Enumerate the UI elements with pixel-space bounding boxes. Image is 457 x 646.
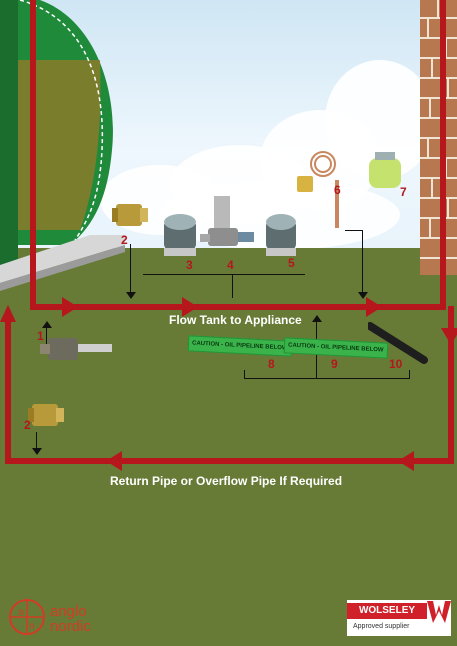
flow-arrow-3 (366, 297, 382, 317)
pointer-1-stem (46, 326, 47, 348)
return-arrow-up (0, 305, 16, 322)
bracket-8-10-left (244, 370, 245, 378)
label-number-2-top: 2 (121, 233, 128, 247)
valve-2-bottom-illustration (28, 404, 64, 426)
pointer-2b-stem (36, 432, 37, 450)
pointer-8-10-arrowhead (312, 315, 322, 322)
svg-text:n: n (29, 621, 35, 632)
wolseley-w-icon (427, 601, 451, 623)
filter-3-illustration (164, 214, 196, 256)
label-number-7: 7 (400, 185, 407, 199)
bracket-8-10-right (409, 370, 410, 378)
flow-pipe-vertical-left (30, 0, 36, 310)
oil-tank (0, 0, 113, 270)
pipe-10-illustration (368, 322, 428, 364)
wolseley-logo: WOLSELEY Approved supplier (347, 600, 451, 636)
bracket-3-5-stem (232, 274, 233, 298)
filter-5-illustration (266, 214, 296, 256)
wolseley-name: WOLSELEY (347, 603, 427, 619)
wolseley-sub: Approved supplier (353, 623, 410, 630)
filter-7-illustration (369, 152, 401, 188)
nordic-text: nordic (50, 618, 91, 635)
return-arrow-down (441, 328, 457, 345)
flow-label: Flow Tank to Appliance (169, 313, 302, 327)
return-pipe-vertical-left (5, 310, 11, 464)
pointer-2-top (130, 244, 131, 296)
return-arrow-2 (106, 451, 122, 471)
anglo-nordic-logo-icon: a n (9, 599, 45, 635)
pointer-6-7-stem (362, 230, 363, 296)
label-number-1: 1 (37, 329, 44, 343)
bracket-3-5-horizontal (143, 274, 305, 275)
label-number-6: 6 (334, 183, 341, 197)
pointer-6-7-arrowhead (358, 292, 368, 299)
bracket-8-10-horizontal (244, 378, 410, 379)
grass-ground (0, 248, 457, 646)
flow-pipe-top (30, 304, 445, 310)
valve-2-top-illustration (112, 204, 148, 226)
pointer-2b-arrowhead (32, 448, 42, 455)
pointer-6-7-horizontal (345, 230, 363, 231)
label-number-5: 5 (288, 256, 295, 270)
valve-6-illustration (297, 151, 339, 228)
label-number-4: 4 (227, 258, 234, 272)
brick-wall (420, 0, 457, 275)
valve-1-illustration (40, 338, 112, 360)
return-label: Return Pipe or Overflow Pipe If Required (110, 474, 343, 488)
label-number-8: 8 (268, 357, 275, 371)
label-number-10: 10 (389, 357, 403, 371)
label-number-9: 9 (331, 357, 338, 371)
svg-text:a: a (18, 607, 24, 618)
valve-4-illustration (200, 196, 254, 246)
anglo-text: anglo (50, 603, 87, 620)
return-pipe-bottom (5, 458, 454, 464)
flow-arrow-2 (182, 297, 198, 317)
label-number-3: 3 (186, 258, 193, 272)
anglo-nordic-logo: anglo nordic (50, 604, 91, 634)
return-arrow-1 (398, 451, 414, 471)
flow-pipe-vertical-right (440, 0, 446, 310)
pointer-1-arrowhead (42, 321, 52, 328)
label-number-2-bottom: 2 (24, 418, 31, 432)
pointer-2-arrowhead (126, 292, 136, 299)
return-pipe-vertical-right (448, 306, 454, 464)
flow-arrow-1 (62, 297, 78, 317)
